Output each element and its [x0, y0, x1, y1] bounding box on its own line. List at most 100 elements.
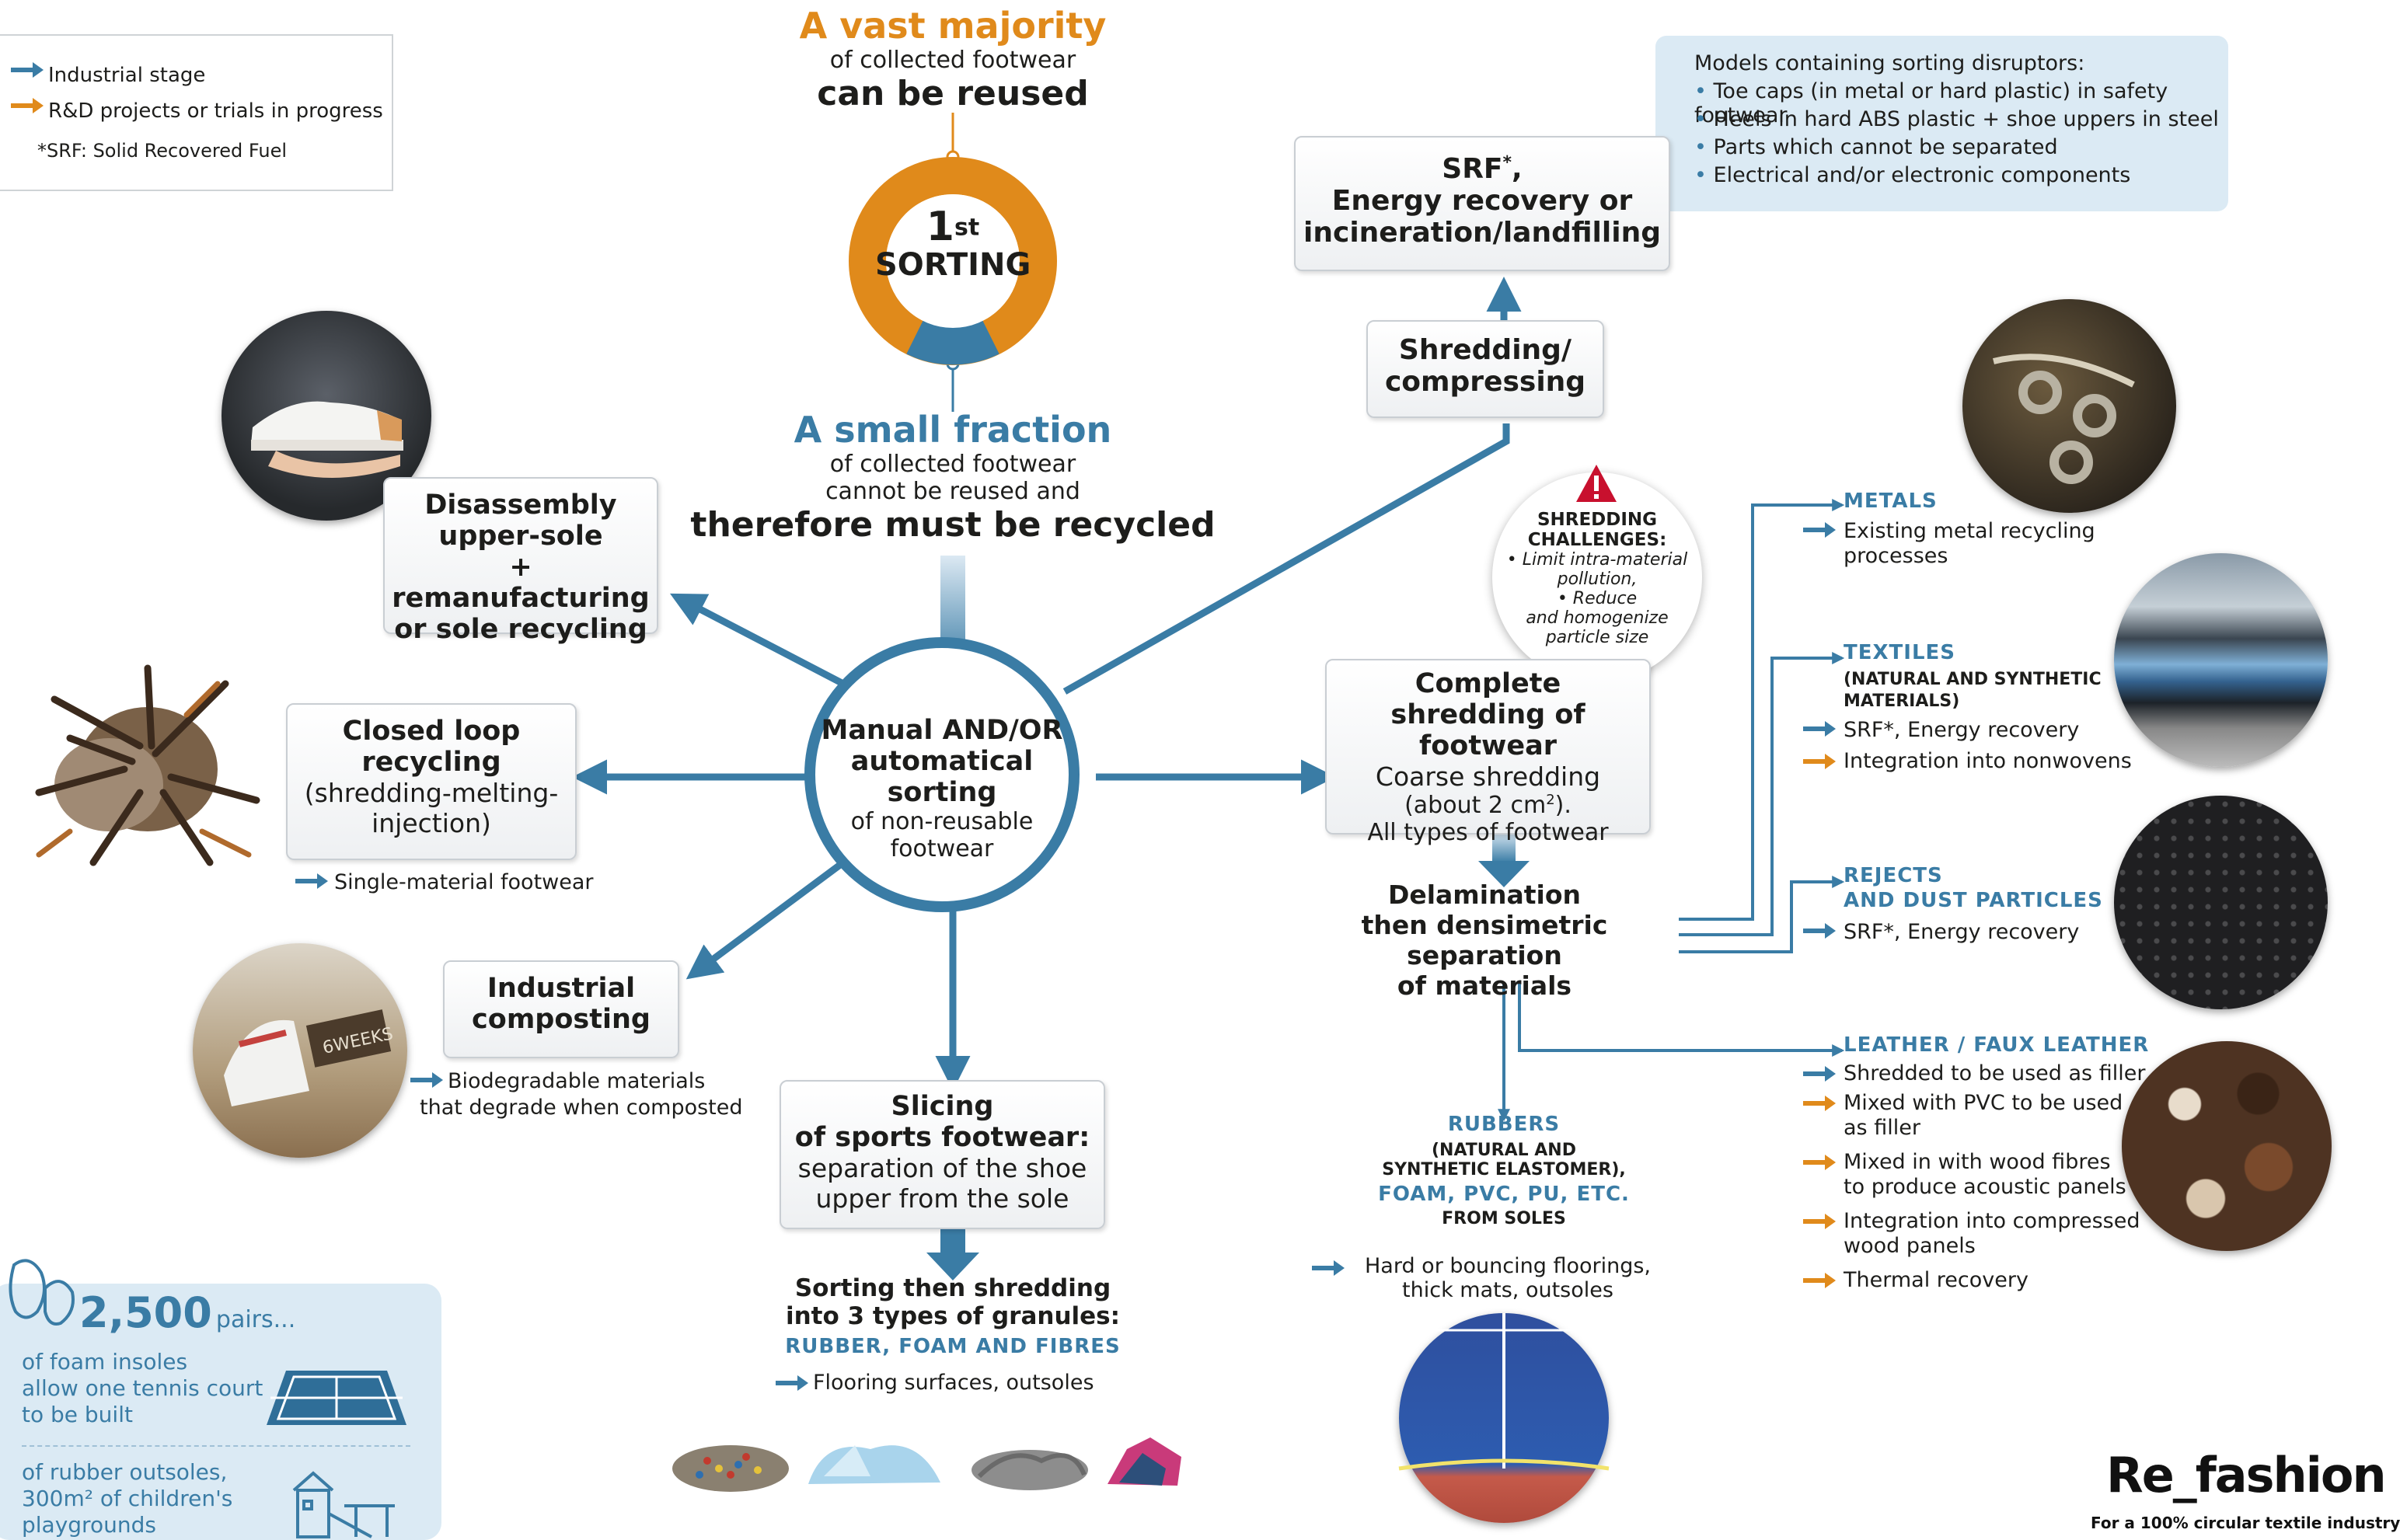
granules-text: Sorting then shredding into 3 types of g… — [785, 1274, 1121, 1358]
footprint-icon — [9, 1259, 75, 1326]
stats-line-6: playgrounds — [22, 1512, 156, 1538]
textiles-sub-1: (NATURAL AND SYNTHETIC — [1844, 670, 2102, 689]
industrial-arrow-icon — [11, 62, 44, 78]
disruptor-item: • Parts which cannot be separated — [1694, 135, 2058, 159]
tennis-court-icon — [267, 1371, 406, 1425]
leather-title: LEATHER / FAUX LEATHER — [1844, 1033, 2150, 1057]
center-line-5: footwear — [890, 835, 994, 862]
rejects-title-1: REJECTS — [1844, 864, 1943, 887]
playground-icon — [292, 1471, 395, 1538]
composting-note-1: Biodegradable materials — [448, 1069, 706, 1093]
sorting-ordinal: st — [954, 214, 980, 242]
industrial-composting-box: Industrial composting — [443, 960, 679, 1058]
rubbers-text: RUBBERS (NATURAL AND SYNTHETIC ELASTOMER… — [1378, 1113, 1630, 1228]
shredded-shoe-photo — [35, 664, 260, 866]
delamination-text: Delamination then densimetric separation… — [1361, 880, 1608, 1001]
industrial-arrow-icon — [1803, 522, 1836, 538]
rnd-arrow-icon — [1803, 1214, 1836, 1229]
rnd-arrow-icon — [1803, 754, 1836, 769]
leather-item: Shredded to be used as filler — [1844, 1061, 2146, 1085]
rnd-arrow-icon — [1803, 1273, 1836, 1288]
can-be-reused-text: can be reused — [817, 74, 1089, 113]
legend-industrial: Industrial stage — [48, 64, 206, 87]
granules-use: Flooring surfaces, outsoles — [813, 1371, 1094, 1395]
industrial-arrow-icon — [776, 1375, 808, 1391]
slicing-box: Slicing of sports footwear: separation o… — [780, 1080, 1105, 1229]
small-fraction-title: A small fraction — [794, 409, 1112, 451]
leather-scraps-photo — [2122, 1041, 2332, 1251]
closed-loop-note: Single-material footwear — [334, 870, 594, 894]
sneaker-hand-photo — [222, 311, 431, 521]
textiles-sub-2: MATERIALS) — [1844, 692, 1960, 711]
textiles-item-2: Integration into nonwovens — [1844, 749, 2132, 773]
reuse-header: A vast majority of collected footwear ca… — [720, 5, 1186, 113]
metal-eyelets-photo — [1962, 299, 2176, 513]
leather-item: Mixed in with wood fibres — [1844, 1150, 2111, 1174]
leather-item-cont: as filler — [1844, 1116, 1920, 1140]
fraction-line-1: of collected footwear — [829, 451, 1076, 478]
warning-icon — [1576, 465, 1617, 502]
rejects-item-1: SRF*, Energy recovery — [1844, 920, 2080, 944]
stats-line-5: 300m² of children's — [22, 1486, 233, 1511]
rejects-title-2: AND DUST PARTICLES — [1844, 889, 2103, 912]
sorting-disruptors-panel: Models containing sorting disruptors: • … — [1655, 36, 2228, 211]
disruptor-item: • Heels in hard ABS plastic + shoe upper… — [1694, 107, 2219, 131]
legend-rnd: R&D projects or trials in progress — [48, 99, 383, 123]
stats-line-2: allow one tennis court — [22, 1375, 263, 1401]
metals-item-1a: Existing metal recycling — [1844, 519, 2095, 543]
rubbers-use: Hard or bouncing floorings, thick mats, … — [1364, 1254, 1651, 1302]
industrial-arrow-icon — [1803, 923, 1836, 939]
leather-item: Mixed with PVC to be used — [1844, 1091, 2123, 1115]
industrial-arrow-icon — [295, 873, 328, 889]
textile-layers-photo — [2114, 553, 2328, 767]
center-line-1: Manual AND/OR — [821, 715, 1063, 746]
leather-item-cont: to produce acoustic panels — [1844, 1175, 2126, 1199]
rnd-arrow-icon — [1803, 1096, 1836, 1111]
stats-line-1: of foam insoles — [22, 1349, 188, 1375]
stats-divider — [22, 1445, 410, 1447]
leather-item: Thermal recovery — [1844, 1268, 2028, 1292]
industrial-arrow-icon — [1803, 721, 1836, 737]
shredding-compressing-box: Shredding/ compressing — [1366, 320, 1604, 418]
center-line-4: of non-reusable — [850, 808, 1034, 835]
pellets-photo — [2114, 796, 2328, 1009]
disassembly-box: Disassembly upper-sole + remanufacturing… — [383, 477, 658, 645]
textiles-title: TEXTILES — [1844, 641, 1956, 664]
central-sorting-circle: Manual AND/OR automatical sorting of non… — [804, 637, 1080, 912]
stats-line-4: of rubber outsoles, — [22, 1459, 228, 1485]
granule-piles-photo — [672, 1437, 1181, 1492]
textiles-item-1: SRF*, Energy recovery — [1844, 718, 2080, 742]
legend: Industrial stage R&D projects or trials … — [0, 34, 393, 191]
stats-pairs: pairs... — [215, 1306, 296, 1333]
industrial-arrow-icon — [410, 1072, 443, 1088]
disruptors-title: Models containing sorting disruptors: — [1694, 51, 2085, 75]
disruptor-item: • Electrical and/or electronic component… — [1694, 163, 2131, 187]
center-line-2: automatical — [850, 746, 1034, 777]
rnd-arrow-icon — [1803, 1155, 1836, 1170]
composting-sneaker-photo: 6WEEKS — [193, 943, 407, 1158]
industrial-arrow-icon — [1312, 1260, 1345, 1276]
recycle-header: A small fraction of collected footwear c… — [681, 409, 1225, 545]
legend-srf-note: *SRF: Solid Recovered Fuel — [37, 140, 287, 162]
sorting-number: 1 — [926, 204, 954, 250]
stats-panel: 2,500 pairs... of foam insoles allow one… — [0, 1259, 441, 1540]
rnd-arrow-icon — [11, 98, 44, 113]
industrial-arrow-icon — [1803, 1066, 1836, 1082]
leather-item-cont: wood panels — [1844, 1234, 1976, 1258]
composting-note-2: that degrade when composted — [420, 1096, 743, 1120]
must-be-recycled-text: therefore must be recycled — [690, 505, 1216, 545]
fraction-line-2: cannot be reused and — [825, 478, 1080, 505]
shredding-challenges-bubble: SHREDDING CHALLENGES: • Limit intra-mate… — [1492, 472, 1702, 682]
leather-item: Integration into compressed — [1844, 1209, 2140, 1233]
center-line-3: sorting — [887, 777, 997, 808]
first-sorting-label: 1st SORTING — [875, 204, 1031, 283]
collected-footwear-text: of collected footwear — [829, 47, 1076, 74]
closed-loop-box: Closed loop recycling (shredding-melting… — [286, 703, 577, 860]
metals-title: METALS — [1844, 490, 1938, 513]
srf-energy-box: SRF*, Energy recovery or incineration/la… — [1294, 136, 1670, 271]
sorting-word: SORTING — [875, 247, 1031, 283]
complete-shredding-box: Complete shredding of footwear Coarse sh… — [1325, 659, 1651, 846]
brand-logo: Re_fashion — [2106, 1447, 2387, 1503]
first-sorting-ring — [849, 157, 1057, 365]
stats-line-3: to be built — [22, 1402, 133, 1427]
